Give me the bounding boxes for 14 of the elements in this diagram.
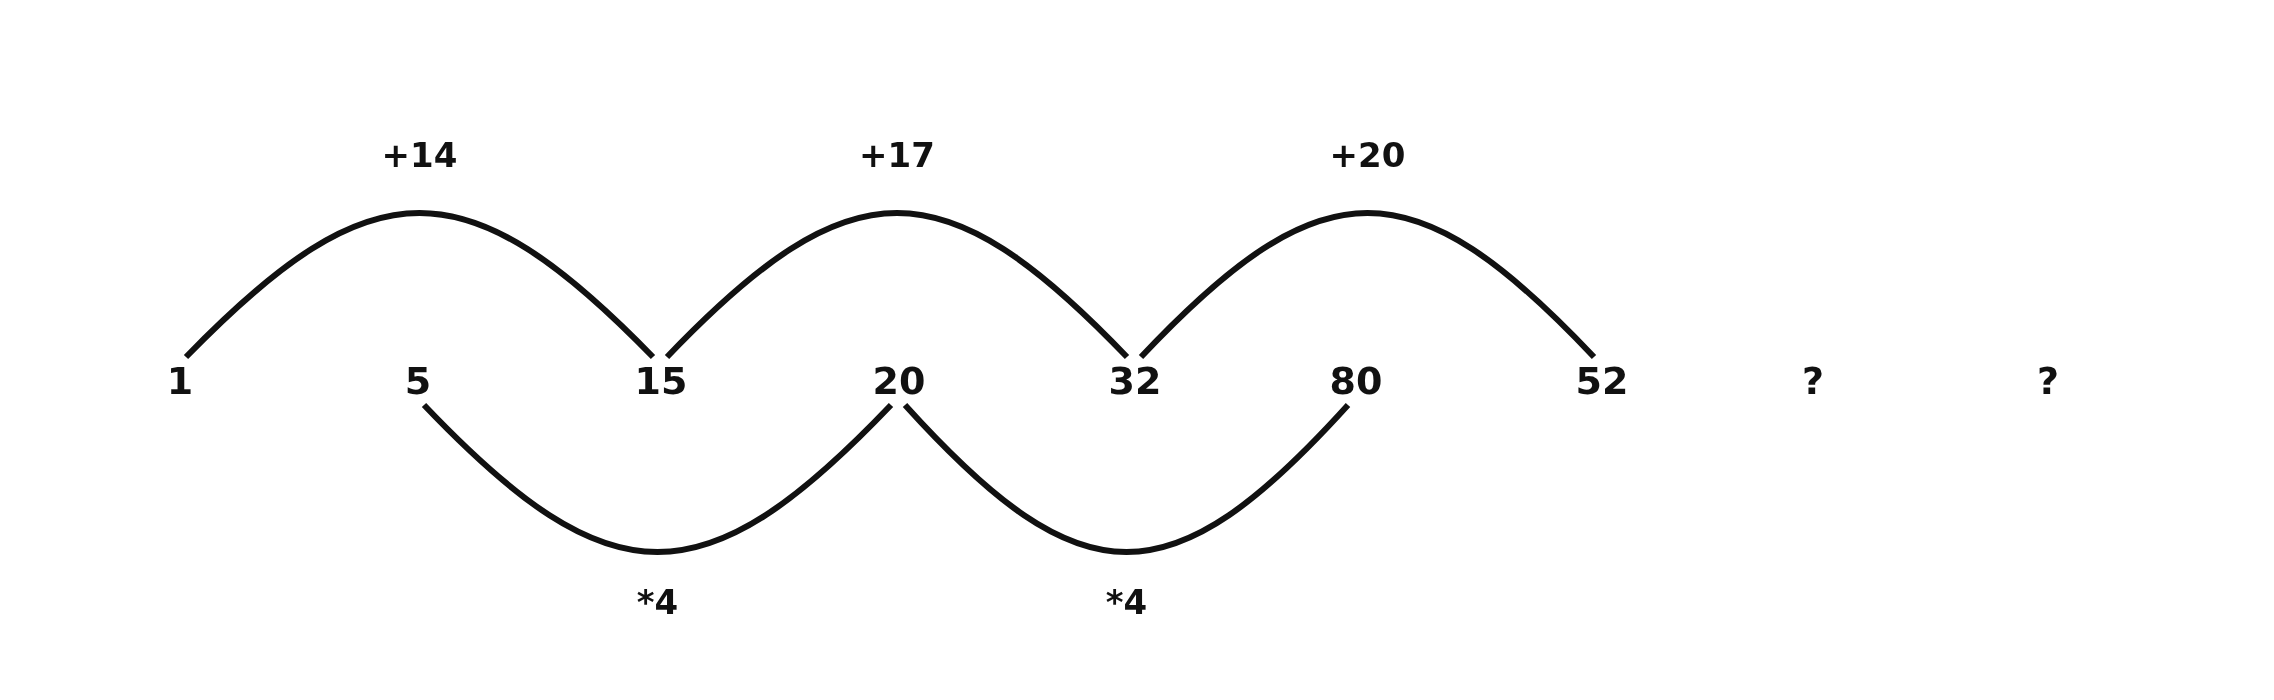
arc-connector: [664, 210, 1130, 360]
arc-connector: [421, 402, 894, 555]
arc-connector: [1138, 210, 1597, 360]
arc-connector: [183, 210, 656, 360]
number-label: 32: [1090, 357, 1180, 405]
number-label: 52: [1557, 357, 1647, 405]
number-label: ?: [2003, 357, 2093, 405]
number-label: 1: [135, 357, 225, 405]
number-label: 80: [1311, 357, 1401, 405]
number-label: ?: [1768, 357, 1858, 405]
number-label: 5: [373, 357, 463, 405]
number-label: 15: [616, 357, 706, 405]
arc-connector: [902, 402, 1351, 555]
number-label: 20: [854, 357, 944, 405]
